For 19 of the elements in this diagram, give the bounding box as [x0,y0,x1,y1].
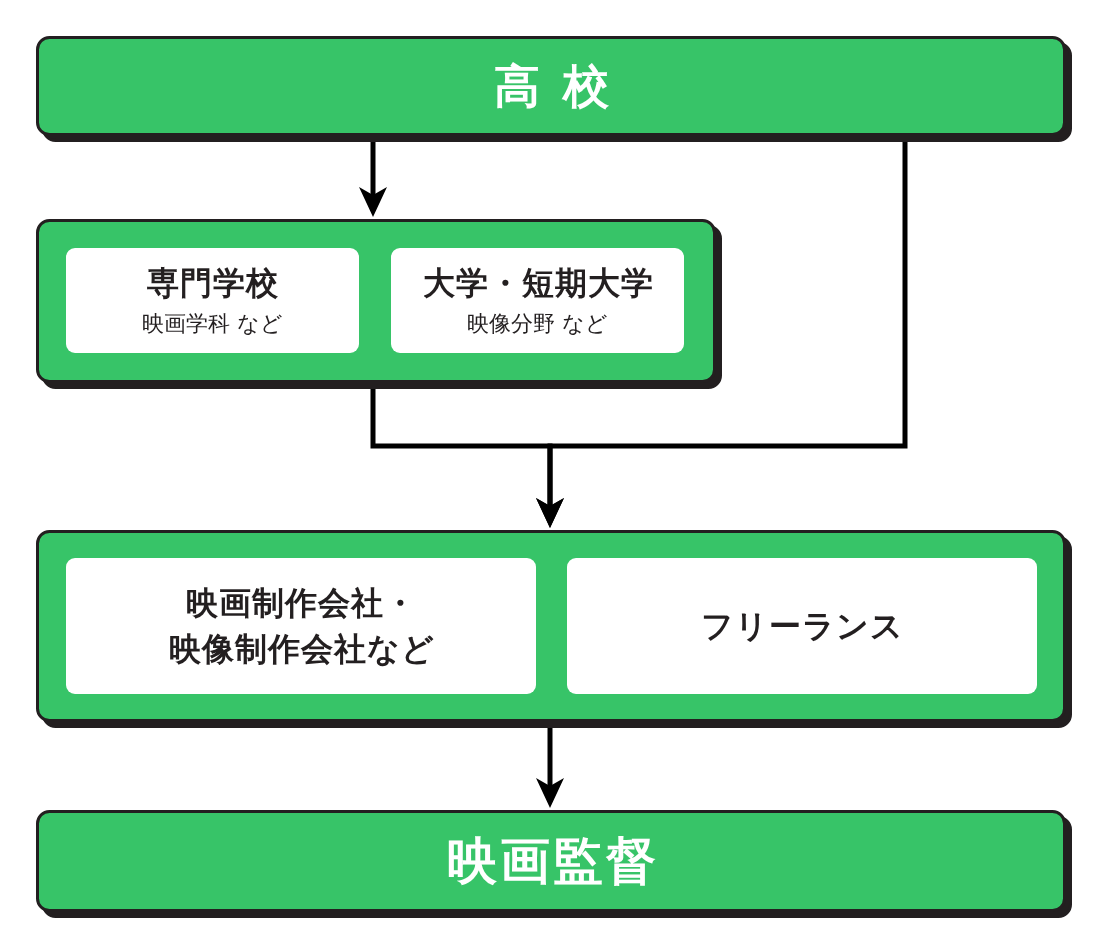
band-title: 高校 [492,60,632,112]
option-card [567,558,1037,694]
card-title: 映画制作会社・映像制作会社など [167,584,436,669]
arrow [359,142,387,217]
card-subtitle: 映画学科 など [142,309,283,338]
card-subtitle: 映像分野 など [467,309,608,338]
card-title: 専門学校 [146,263,279,303]
stage-band [36,36,1072,142]
arrow [536,142,908,528]
band-title: 映画監督 [445,832,659,890]
group-panel [36,530,1072,728]
card-title: フリーランス [700,607,904,646]
group-panel [36,219,722,389]
arrow [536,728,564,808]
option-card [66,558,536,694]
card-title: 大学・短期大学 [421,263,654,303]
stage-band [36,810,1072,918]
option-card [391,248,684,353]
option-card [66,248,359,353]
